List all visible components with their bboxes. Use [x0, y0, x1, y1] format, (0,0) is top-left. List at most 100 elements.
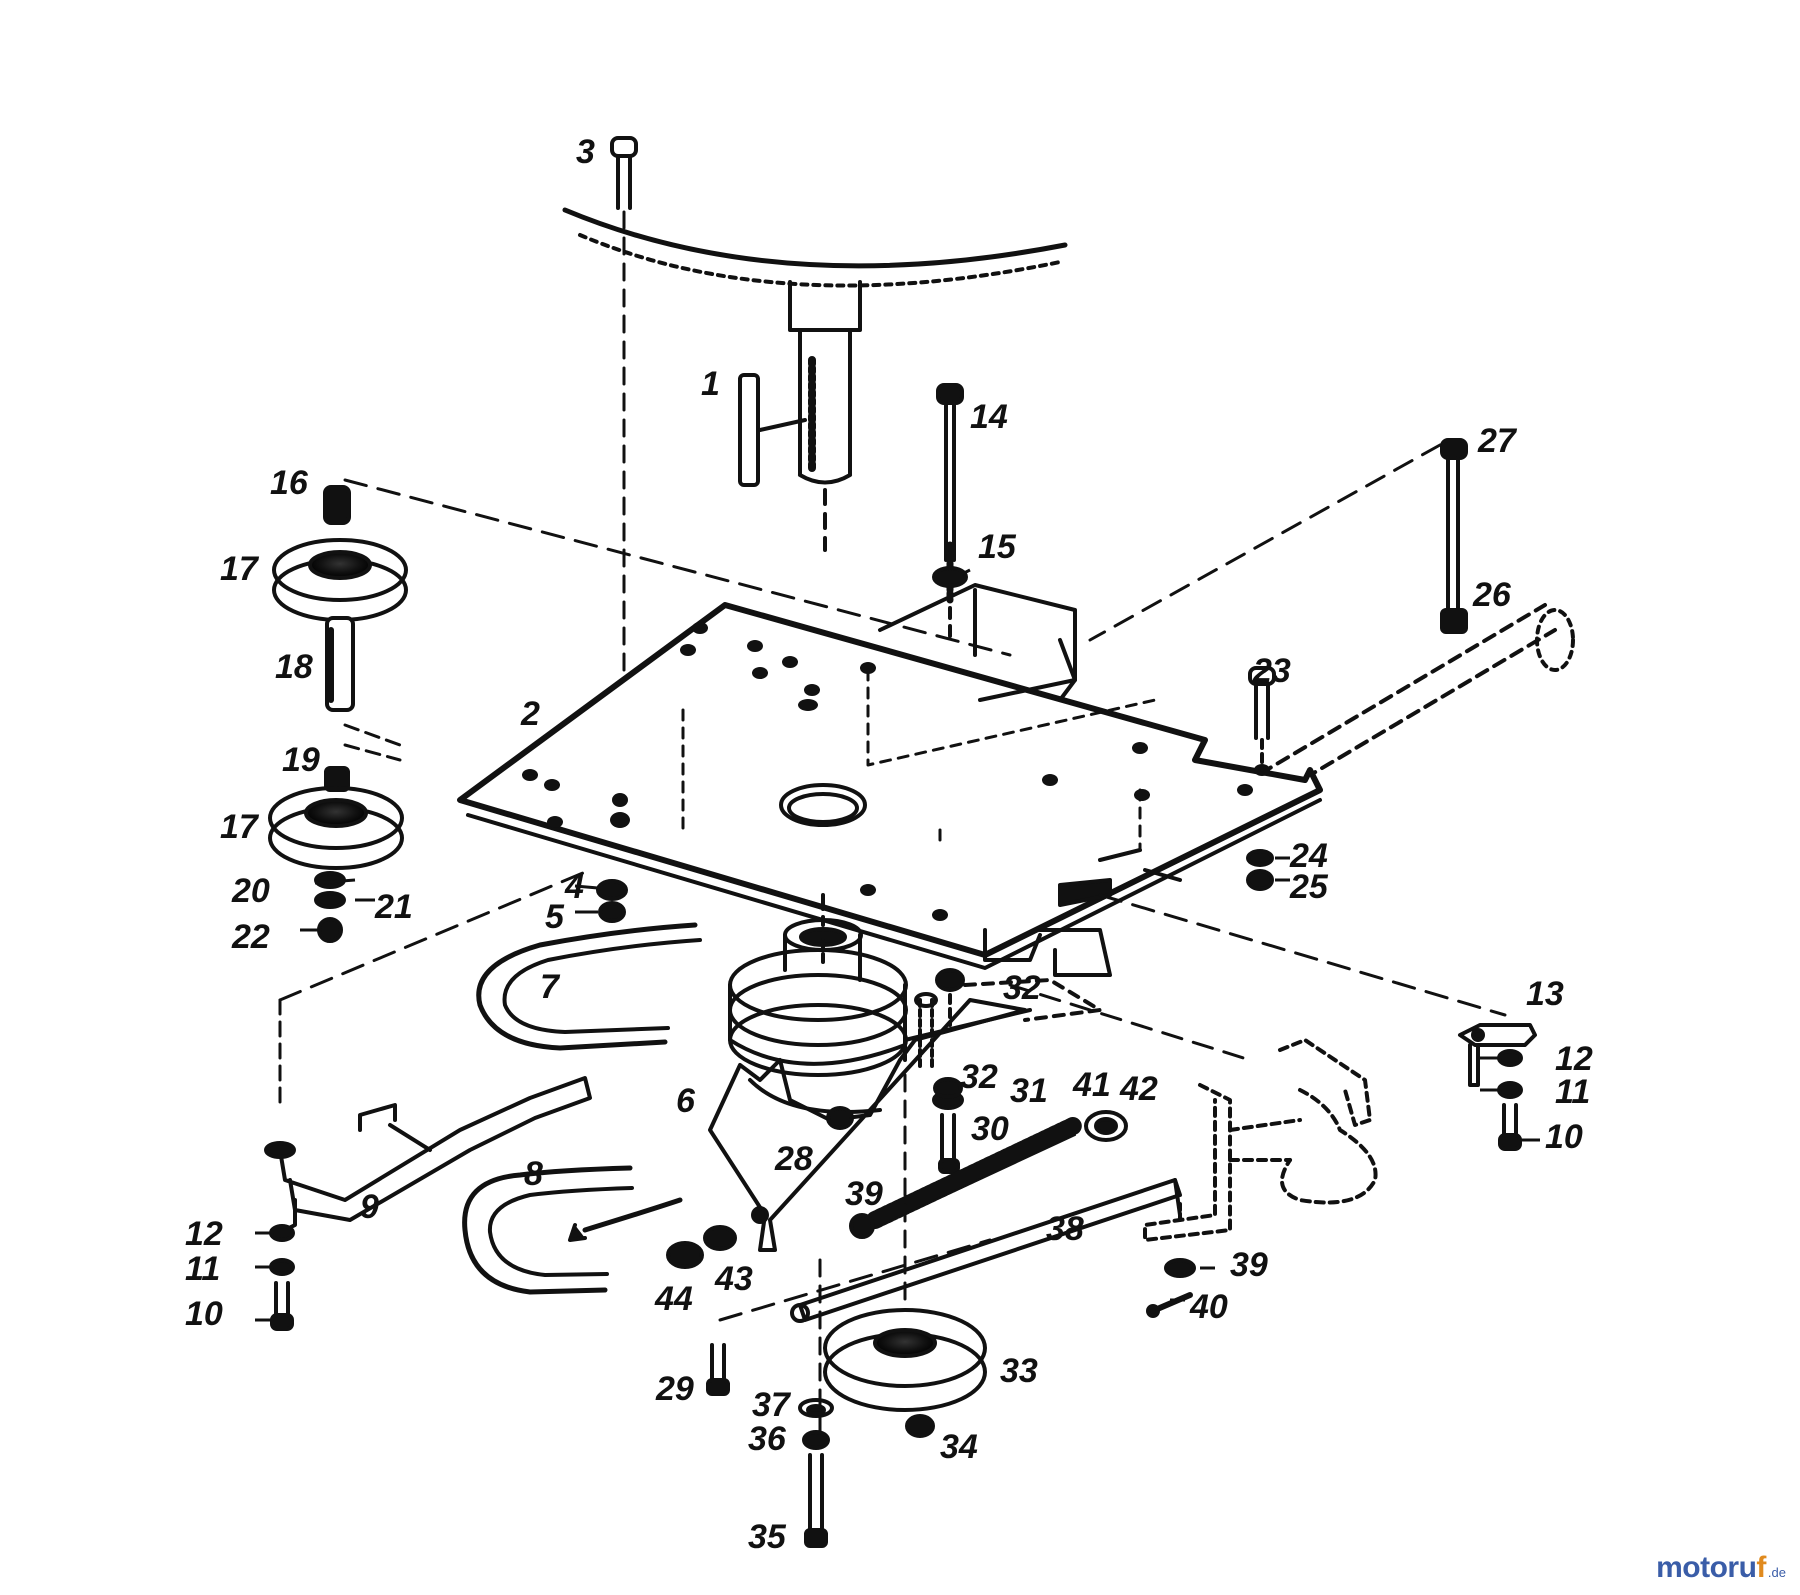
part-44-nut — [666, 1241, 704, 1269]
part-1-pin — [738, 373, 760, 487]
callout-10-left: 10 — [185, 1295, 223, 1333]
part-28-bolt — [706, 1343, 730, 1396]
part-5-nut — [598, 901, 626, 923]
part-41-spring — [866, 1116, 1084, 1229]
part-32-nut-lower — [933, 1077, 963, 1099]
callout-13: 13 — [1526, 975, 1564, 1013]
callout-5: 5 — [545, 898, 565, 936]
part-23-bolt — [1248, 666, 1276, 772]
part-25-nut — [1246, 869, 1274, 891]
callout-24: 24 — [1289, 837, 1328, 875]
part-21-washer — [314, 891, 346, 909]
part-30-bolt — [938, 1113, 960, 1174]
callout-22: 22 — [231, 918, 270, 956]
plate-holes — [522, 622, 1270, 921]
part-4-washer — [596, 879, 628, 901]
part-42-spacer — [1084, 1110, 1128, 1142]
guide-18 — [343, 723, 402, 747]
callout-23: 23 — [1252, 652, 1291, 690]
guide-lever — [278, 868, 592, 1002]
callout-7: 7 — [540, 968, 561, 1006]
callout-12-right: 12 — [1555, 1040, 1593, 1078]
callout-42: 42 — [1119, 1070, 1158, 1108]
part-32-nut-upper — [935, 968, 965, 992]
leader-lines — [255, 568, 1540, 1322]
callout-32-lower: 32 — [960, 1058, 998, 1096]
part-pin-upper — [914, 992, 938, 1072]
callout-14: 14 — [970, 398, 1008, 436]
part-34-nut — [905, 1414, 935, 1438]
part-7-belt — [476, 922, 702, 1051]
steering-column — [788, 280, 862, 552]
part-18-spacer — [325, 616, 355, 712]
callout-39-left: 39 — [845, 1175, 883, 1213]
part-17-pulley-lower — [268, 786, 404, 870]
logo-text-accent: f — [1756, 1551, 1766, 1584]
part-13-bracket — [1458, 1023, 1537, 1087]
frame-arc — [562, 207, 1068, 269]
callout-17-upper: 17 — [220, 550, 260, 588]
callout-41: 41 — [1072, 1066, 1111, 1104]
callout-10-right: 10 — [1545, 1118, 1583, 1156]
guide-16 — [343, 478, 1012, 657]
callout-12-left: 12 — [185, 1215, 223, 1253]
callout-15: 15 — [978, 528, 1017, 566]
guide-28 — [718, 1238, 992, 1322]
callout-2: 2 — [520, 695, 540, 733]
part-24-washer — [1246, 849, 1274, 867]
part-39-nut-right — [1164, 1258, 1196, 1278]
part-11-washer-left — [269, 1258, 295, 1276]
callout-43: 43 — [714, 1260, 753, 1298]
logo-tld: .de — [1767, 1565, 1786, 1580]
part-12-washer-left — [269, 1224, 295, 1242]
callout-44: 44 — [654, 1280, 693, 1318]
part-35-bolt — [804, 1453, 828, 1548]
callout-3: 3 — [576, 133, 595, 171]
part-11-washer-right — [1497, 1081, 1523, 1099]
callout-35: 35 — [748, 1518, 787, 1556]
callout-31: 31 — [1010, 1072, 1048, 1110]
part-2-mounting-plate — [457, 583, 1323, 977]
frame-arc-inner — [578, 233, 1062, 288]
callout-33: 33 — [1000, 1352, 1038, 1390]
callout-39-right: 39 — [1230, 1246, 1268, 1284]
callout-37: 37 — [752, 1386, 792, 1424]
callout-26: 26 — [1472, 576, 1512, 614]
callout-18: 18 — [275, 648, 313, 686]
callout-27: 27 — [1477, 422, 1518, 460]
part-10-bolt-left — [270, 1281, 294, 1331]
callout-29: 28 — [774, 1140, 813, 1178]
callout-36: 36 — [748, 1420, 787, 1458]
part-10-bolt-right — [1498, 1103, 1522, 1151]
part-22-nut — [317, 917, 343, 943]
part-33-pulley — [823, 1308, 987, 1412]
part-36-washer — [802, 1430, 830, 1450]
guide-27 — [1088, 443, 1442, 642]
callout-40: 40 — [1189, 1288, 1228, 1326]
part-3-bolt — [610, 136, 638, 832]
callout-25: 25 — [1289, 868, 1329, 906]
callout-28: 29 — [655, 1370, 694, 1408]
pedal-bracket — [1143, 1038, 1378, 1242]
callout-17-lower: 17 — [220, 808, 260, 846]
callout-11-left: 11 — [185, 1250, 220, 1288]
part-12-washer-right — [1497, 1049, 1523, 1067]
callout-19: 19 — [282, 741, 320, 779]
callout-8: 8 — [524, 1155, 543, 1193]
callout-9: 9 — [360, 1188, 379, 1226]
callout-20: 20 — [231, 872, 270, 910]
part-37-spacer — [798, 1398, 834, 1418]
callout-38: 38 — [1046, 1210, 1084, 1248]
callout-34: 34 — [940, 1428, 978, 1466]
part-17-pulley-upper — [272, 538, 408, 622]
callout-30: 30 — [971, 1110, 1009, 1148]
logo-text: motoruf — [1656, 1551, 1766, 1584]
part-16-bushing — [323, 485, 351, 525]
callout-4: 4 — [564, 868, 584, 906]
callout-16: 16 — [270, 464, 309, 502]
callout-6: 6 — [676, 1082, 696, 1120]
part-40-pin — [1146, 1292, 1193, 1318]
motoruf-logo: motoruf.de — [1656, 1551, 1786, 1585]
part-15-washer — [932, 566, 968, 588]
